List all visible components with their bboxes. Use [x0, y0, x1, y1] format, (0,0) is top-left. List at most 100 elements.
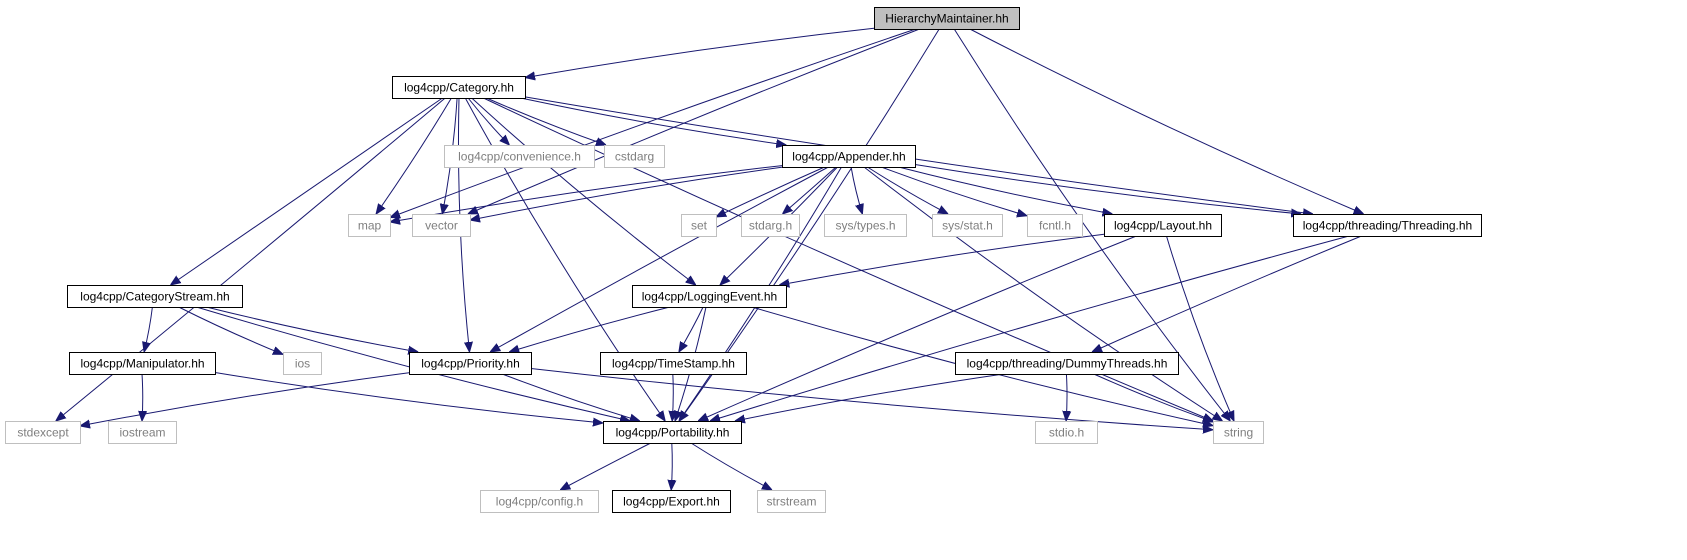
- node-label-cstdarg: cstdarg: [615, 150, 654, 164]
- edge-catstream-to-ios: [178, 306, 283, 354]
- node-label-cat: log4cpp/Category.hh: [404, 81, 514, 95]
- node-catstream[interactable]: log4cpp/CategoryStream.hh: [67, 285, 243, 308]
- node-box-cstdarg: [604, 145, 665, 168]
- edge-app-to-sysstat: [867, 166, 948, 214]
- edge-cat-to-catstream: [171, 97, 443, 285]
- edge-prio-to-port: [502, 373, 640, 421]
- edge-prio-to-stdexcept: [80, 372, 410, 426]
- node-fcntl: fcntl.h: [1027, 214, 1083, 237]
- node-vector: vector: [412, 214, 471, 237]
- node-set: set: [681, 214, 717, 237]
- node-box-app: [782, 145, 916, 168]
- edge-catstream-to-prio: [206, 306, 418, 352]
- edge-threading-to-port: [710, 235, 1350, 421]
- node-box-catstream: [67, 285, 243, 308]
- node-hm[interactable]: HierarchyMaintainer.hh: [874, 7, 1020, 30]
- node-label-stdioh: stdio.h: [1049, 426, 1084, 440]
- node-label-string: string: [1224, 426, 1253, 440]
- node-cstdarg: cstdarg: [604, 145, 665, 168]
- node-label-threading: log4cpp/threading/Threading.hh: [1303, 219, 1472, 233]
- node-label-stdexcept: stdexcept: [17, 426, 69, 440]
- node-label-conv: log4cpp/convenience.h: [458, 150, 581, 164]
- edge-app-to-stdargh: [783, 166, 837, 214]
- edge-cat-to-cstdarg: [486, 97, 607, 145]
- node-box-threading: [1293, 214, 1482, 237]
- edge-app-to-prio: [490, 166, 829, 352]
- node-label-logevt: log4cpp/LoggingEvent.hh: [642, 290, 777, 304]
- node-app[interactable]: log4cpp/Appender.hh: [782, 145, 916, 168]
- node-box-strstream: [757, 490, 826, 513]
- node-label-catstream: log4cpp/CategoryStream.hh: [80, 290, 229, 304]
- node-label-export: log4cpp/Export.hh: [623, 495, 720, 509]
- node-box-hm: [874, 7, 1020, 30]
- node-label-map: map: [358, 219, 382, 233]
- node-box-systypes: [824, 214, 907, 237]
- node-stdioh: stdio.h: [1035, 421, 1098, 444]
- edge-manip-to-iostream: [142, 373, 143, 421]
- node-box-config: [480, 490, 599, 513]
- edge-app-to-threading: [914, 164, 1301, 215]
- node-export[interactable]: log4cpp/Export.hh: [612, 490, 731, 513]
- node-label-set: set: [691, 219, 708, 233]
- edges-layer: [56, 27, 1364, 490]
- node-box-set: [681, 214, 717, 237]
- node-box-string: [1213, 421, 1264, 444]
- node-box-conv: [444, 145, 595, 168]
- edge-cat-to-map: [376, 97, 452, 214]
- node-systypes: sys/types.h: [824, 214, 907, 237]
- node-label-fcntl: fcntl.h: [1039, 219, 1071, 233]
- edge-cat-to-threading: [524, 96, 1313, 214]
- node-port[interactable]: log4cpp/Portability.hh: [603, 421, 742, 444]
- edge-layout-to-logevt: [779, 233, 1105, 285]
- node-label-sysstat: sys/stat.h: [942, 219, 993, 233]
- node-string: string: [1213, 421, 1264, 444]
- node-box-layout: [1104, 214, 1222, 237]
- edge-hm-to-string: [953, 28, 1230, 421]
- edge-cat-to-port: [464, 97, 665, 421]
- node-box-map: [348, 214, 391, 237]
- node-box-stdexcept: [5, 421, 81, 444]
- node-cat[interactable]: log4cpp/Category.hh: [392, 76, 526, 99]
- node-ts[interactable]: log4cpp/TimeStamp.hh: [600, 352, 747, 375]
- edge-app-to-string: [863, 166, 1223, 421]
- edge-dummy-to-stdioh: [1066, 373, 1067, 421]
- edge-app-to-systypes: [850, 166, 862, 214]
- node-box-stdargh: [741, 214, 800, 237]
- node-threading[interactable]: log4cpp/threading/Threading.hh: [1293, 214, 1482, 237]
- node-iostream: iostream: [108, 421, 177, 444]
- edge-app-to-vector: [470, 166, 784, 220]
- node-box-stdioh: [1035, 421, 1098, 444]
- node-dummy[interactable]: log4cpp/threading/DummyThreads.hh: [955, 352, 1179, 375]
- node-prio[interactable]: log4cpp/Priority.hh: [409, 352, 532, 375]
- node-label-vector: vector: [425, 219, 458, 233]
- edge-cat-to-conv: [467, 97, 509, 145]
- node-strstream: strstream: [757, 490, 826, 513]
- node-label-iostream: iostream: [119, 426, 165, 440]
- node-label-ts: log4cpp/TimeStamp.hh: [612, 357, 735, 371]
- edge-hm-to-map: [390, 28, 916, 218]
- edge-port-to-export: [671, 442, 672, 490]
- edge-port-to-config: [560, 442, 652, 490]
- node-label-dummy: log4cpp/threading/DummyThreads.hh: [967, 357, 1168, 371]
- node-logevt[interactable]: log4cpp/LoggingEvent.hh: [632, 285, 787, 308]
- node-box-dummy: [955, 352, 1179, 375]
- node-box-ios: [283, 352, 322, 375]
- edge-app-to-set: [716, 166, 825, 217]
- node-label-manip: log4cpp/Manipulator.hh: [80, 357, 204, 371]
- edge-cat-to-app: [520, 97, 787, 145]
- edge-hm-to-cat: [525, 27, 875, 77]
- node-label-prio: log4cpp/Priority.hh: [421, 357, 520, 371]
- node-box-prio: [409, 352, 532, 375]
- node-layout[interactable]: log4cpp/Layout.hh: [1104, 214, 1222, 237]
- edge-prio-to-string: [530, 368, 1213, 430]
- node-manip[interactable]: log4cpp/Manipulator.hh: [69, 352, 216, 375]
- node-sysstat: sys/stat.h: [932, 214, 1003, 237]
- edge-catstream-to-manip: [144, 306, 153, 352]
- edge-threading-to-dummy: [1092, 235, 1362, 352]
- edge-layout-to-port: [698, 235, 1137, 421]
- edge-port-to-strstream: [690, 442, 772, 490]
- edge-cat-to-stdexcept: [56, 97, 446, 421]
- edge-app-to-fcntl: [881, 166, 1027, 216]
- node-box-iostream: [108, 421, 177, 444]
- node-box-export: [612, 490, 731, 513]
